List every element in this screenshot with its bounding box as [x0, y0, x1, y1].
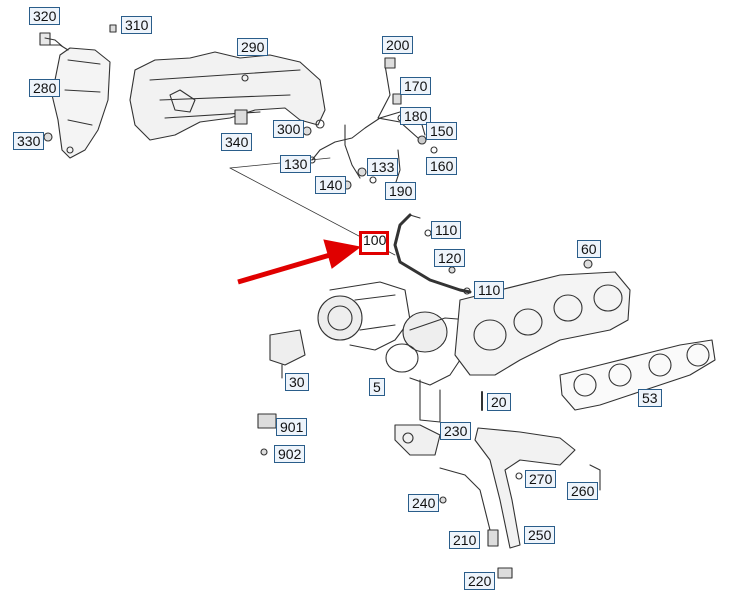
callout-260[interactable]: 260: [567, 482, 599, 500]
nut-part-340: [234, 109, 248, 125]
callout-140[interactable]: 140: [315, 176, 347, 194]
callout-200[interactable]: 200: [382, 36, 414, 54]
callout-190[interactable]: 190: [385, 182, 417, 200]
callout-53[interactable]: 53: [638, 389, 662, 407]
pipe-part-190: [395, 149, 401, 183]
callout-170[interactable]: 170: [400, 77, 432, 95]
seal-part-160: [430, 146, 438, 154]
bolt-part-120: [448, 266, 456, 274]
screw-part-330: [43, 132, 53, 142]
nut-part-310: [109, 24, 117, 33]
callout-120[interactable]: 120: [434, 249, 466, 267]
callout-100-highlighted[interactable]: 100: [359, 231, 389, 255]
heat-shield-part-280: [51, 47, 111, 159]
callout-20[interactable]: 20: [487, 393, 511, 411]
callout-270[interactable]: 270: [525, 470, 557, 488]
callout-240[interactable]: 240: [408, 494, 440, 512]
gasket-part-53: [559, 339, 716, 411]
part-902: [260, 448, 268, 456]
callout-60[interactable]: 60: [577, 240, 601, 258]
heat-shield-part-290: [129, 51, 326, 141]
callout-210[interactable]: 210: [449, 531, 481, 549]
pipe-part-210: [439, 467, 499, 547]
callout-310[interactable]: 310: [121, 16, 153, 34]
part-901: [257, 413, 277, 429]
bracket-part-180: [377, 57, 419, 139]
fitting-part-150: [417, 135, 427, 145]
callout-150[interactable]: 150: [426, 122, 458, 140]
turbocharger-part-5: [317, 281, 471, 456]
callout-130[interactable]: 130: [280, 155, 312, 173]
callout-160[interactable]: 160: [426, 157, 458, 175]
callout-901[interactable]: 901: [276, 418, 308, 436]
callout-180[interactable]: 180: [400, 107, 432, 125]
bracket-part-250: [474, 427, 576, 549]
callout-300[interactable]: 300: [273, 120, 305, 138]
bolt-part-320: [39, 32, 69, 51]
callout-340[interactable]: 340: [221, 133, 253, 151]
callout-230[interactable]: 230: [440, 422, 472, 440]
callout-290[interactable]: 290: [237, 38, 269, 56]
callout-250[interactable]: 250: [524, 526, 556, 544]
bolt-part-240: [439, 496, 447, 504]
callout-330[interactable]: 330: [13, 132, 45, 150]
bolt-part-133: [357, 167, 367, 177]
callout-5[interactable]: 5: [369, 378, 385, 396]
callout-902[interactable]: 902: [274, 445, 306, 463]
bolt-part-260: [589, 464, 601, 491]
callout-133[interactable]: 133: [367, 158, 399, 176]
callout-320[interactable]: 320: [29, 7, 61, 25]
stud-part-60: [583, 259, 593, 269]
callout-30[interactable]: 30: [285, 373, 309, 391]
callout-220[interactable]: 220: [464, 572, 496, 590]
callout-280[interactable]: 280: [29, 79, 61, 97]
callout-110-upper[interactable]: 110: [431, 221, 462, 239]
part-220: [497, 567, 513, 579]
sensor-part-30: [269, 329, 306, 379]
callout-110-lower[interactable]: 110: [474, 281, 505, 299]
highlight-arrow: [237, 239, 362, 285]
